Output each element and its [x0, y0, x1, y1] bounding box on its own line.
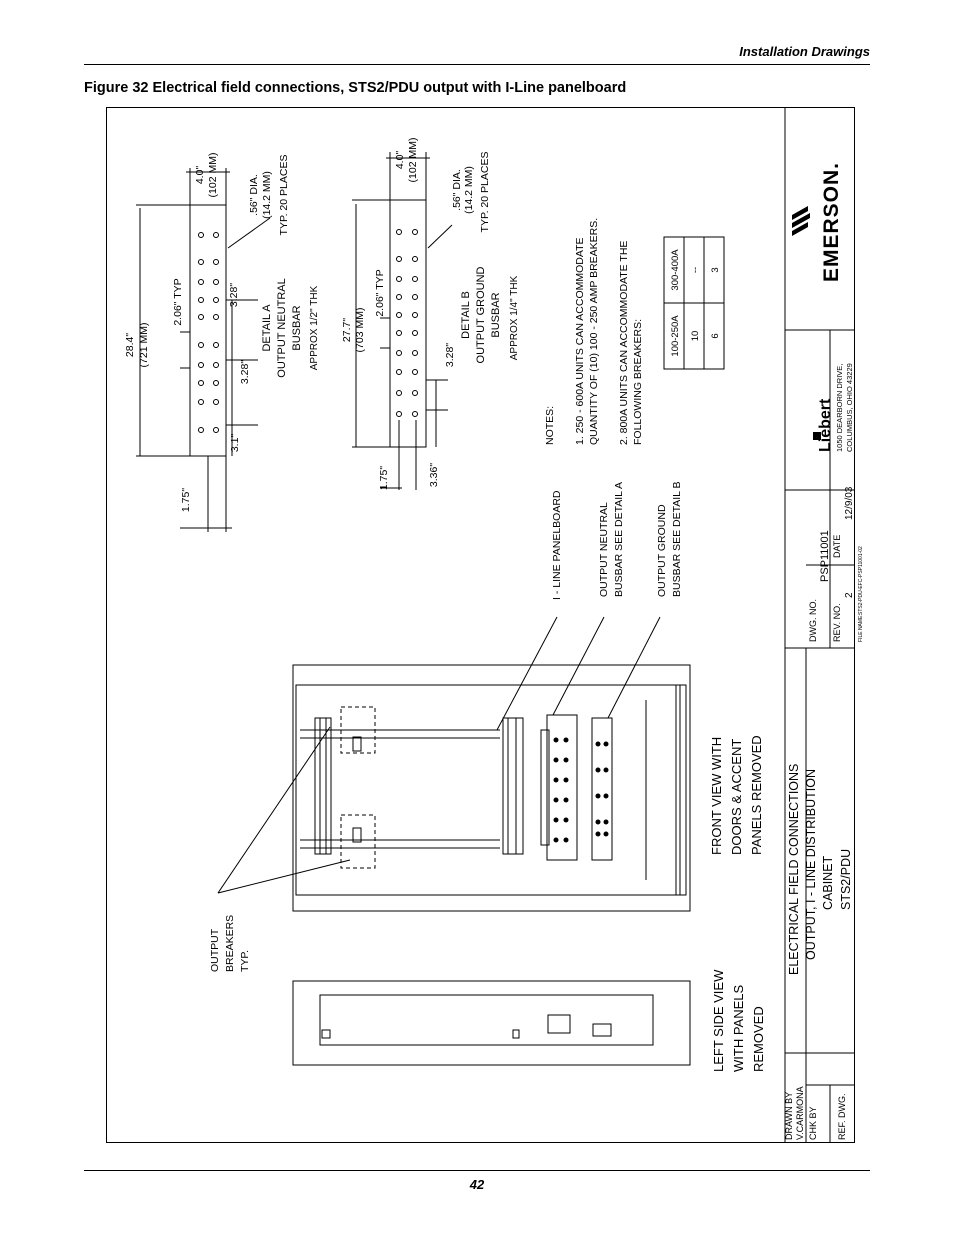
detail-a-dim-4-mm: (102 MM)	[207, 153, 219, 198]
left-view-label-3: REMOVED	[751, 1006, 766, 1072]
callout-panelboard: I - LINE PANELBOARD	[551, 490, 563, 600]
emerson-logo: EMERSON.	[820, 162, 843, 282]
tb-title-4: STS2/PDU	[839, 849, 853, 910]
detail-a-places: TYP. 20 PLACES	[278, 155, 290, 236]
table-r1c1: 10	[690, 331, 701, 342]
detail-b-holes	[396, 229, 418, 417]
detail-b-label1: DETAIL B	[460, 291, 472, 339]
table-r2c2: 3	[710, 267, 721, 272]
drawing-frame	[106, 107, 855, 1143]
tb-drawn-by: V.CARMONA	[795, 1086, 805, 1140]
callout-ground-2: BUSBAR SEE DETAIL B	[671, 481, 683, 597]
left-side-view	[292, 980, 691, 1066]
detail-b-busbar	[352, 152, 453, 490]
detail-b-label2: OUTPUT GROUND	[475, 266, 487, 363]
detail-b-places: TYP. 20 PLACES	[479, 152, 491, 233]
front-view-label-3: PANELS REMOVED	[749, 735, 764, 855]
liebert-logo: Liebert	[817, 398, 834, 452]
detail-b-dim-4: 4.0"	[394, 151, 406, 170]
detail-a-dim-31: 3.1"	[229, 434, 241, 453]
detail-a-dim-328a: 3.28"	[228, 283, 240, 307]
tb-title-1: ELECTRICAL FIELD CONNECTIONS	[787, 764, 801, 975]
detail-a-dim-175: 1.75"	[180, 488, 192, 512]
detail-b-label3: BUSBAR	[490, 292, 502, 337]
detail-b-dim-206: 2.06" TYP	[374, 269, 386, 316]
detail-a-label1: DETAIL A	[261, 304, 273, 352]
tb-rev-no: 2	[844, 592, 855, 598]
table-r1c2: --	[690, 267, 701, 273]
page-number: 42	[469, 1177, 485, 1192]
detail-b-dim-277: 27.7"	[341, 318, 353, 342]
tb-rev-label: REV. NO.	[832, 603, 842, 642]
callout-neutral-1: OUTPUT NEUTRAL	[598, 502, 610, 597]
note-1-line-2: QUANTITY OF (10) 100 - 250 AMP BREAKERS.	[588, 218, 600, 445]
tb-date-label: DATE	[832, 535, 842, 558]
detail-a-dim-4: 4.0"	[194, 166, 206, 185]
front-view-label-1: FRONT VIEW WITH	[709, 737, 724, 855]
figure-title: Figure 32 Electrical field connections, …	[84, 80, 627, 96]
detail-a-label4: APPROX 1/2" THK	[309, 285, 320, 370]
tb-drawn-label: DRAWN BY	[784, 1092, 794, 1140]
front-view-cabinet	[292, 664, 691, 912]
footer-rule	[84, 1170, 870, 1171]
detail-a-dia: .56" DIA.	[248, 174, 260, 216]
front-view-bolts	[553, 737, 609, 843]
callout-breakers-1: OUTPUT	[209, 928, 221, 972]
callout-breakers-2: BREAKERS	[224, 915, 236, 972]
tb-address-1: 1050 DEARBORN DRIVE,	[835, 364, 844, 452]
tb-dwg-no: PSP11001	[819, 530, 831, 582]
left-view-label-1: LEFT SIDE VIEW	[711, 969, 726, 1072]
note-2-line-1: 2. 800A UNITS CAN ACCOMMODATE THE	[618, 241, 630, 445]
detail-a-dim-28: 28.4"	[124, 333, 136, 357]
table-header-2: 300-400A	[670, 249, 681, 291]
detail-a-dim-328b: 3.28"	[239, 360, 251, 384]
notes-heading: NOTES:	[544, 406, 556, 445]
front-view-label-2: DOORS & ACCENT	[729, 739, 744, 855]
tb-chk-label: CHK BY	[808, 1106, 818, 1140]
left-view-label-2: WITH PANELS	[731, 985, 746, 1072]
detail-a-label3: BUSBAR	[291, 305, 303, 350]
detail-a-label2: OUTPUT NEUTRAL	[276, 278, 288, 377]
detail-a-holes	[198, 232, 219, 433]
tb-file-label: FILE NAME:	[858, 614, 864, 642]
detail-b-dim-175: 1.75"	[378, 466, 390, 490]
tb-date: 12/9/03	[844, 486, 855, 520]
tb-address-2: COLUMBUS, OHIO 43229	[845, 363, 854, 452]
callout-ground-1: OUTPUT GROUND	[656, 504, 668, 597]
detail-a-dia-mm: (14.2 MM)	[261, 171, 273, 219]
detail-b-dim-328: 3.28"	[444, 343, 456, 367]
detail-a-busbar	[136, 168, 271, 532]
tb-title-3: CABINET	[821, 855, 835, 910]
detail-b-dim-336: 3.36"	[428, 463, 440, 487]
detail-b-label4: APPROX 1/4" THK	[509, 275, 520, 360]
tb-title-2: OUTPUT, I - LINE DISTRIBUTION	[804, 769, 818, 960]
detail-a-dim-206: 2.06" TYP	[172, 278, 184, 325]
note-1-line-1: 1. 250 - 600A UNITS CAN ACCOMMODATE	[574, 237, 586, 445]
detail-b-dim-277-mm: (703 MM)	[354, 308, 366, 353]
header-rule	[84, 64, 870, 65]
breaker-table	[663, 236, 725, 370]
tb-ref-label: REF. DWG.	[837, 1094, 847, 1141]
section-header: Installation Drawings	[739, 44, 870, 59]
emerson-mark-icon	[792, 206, 810, 236]
tb-file-name: STS2-PDU-EFC-PSP11001-02	[858, 546, 864, 615]
callout-leaders	[217, 616, 661, 894]
table-r2c1: 6	[710, 333, 721, 338]
detail-b-dim-4-mm: (102 MM)	[407, 138, 419, 183]
liebert-mark-icon	[813, 432, 821, 440]
detail-b-dia: .56" DIA.	[451, 169, 463, 211]
title-block-lines	[784, 107, 855, 1143]
detail-b-dia-mm: (14.2 MM)	[463, 166, 475, 214]
tb-dwg-label: DWG. NO.	[808, 599, 818, 642]
table-header-1: 100-250A	[670, 315, 681, 357]
note-2-line-2: FOLLOWING BREAKERS:	[632, 319, 644, 445]
detail-a-dim-28-mm: (721 MM)	[138, 323, 150, 368]
callout-breakers-3: TYP.	[239, 950, 251, 972]
callout-neutral-2: BUSBAR SEE DETAIL A	[613, 482, 625, 597]
